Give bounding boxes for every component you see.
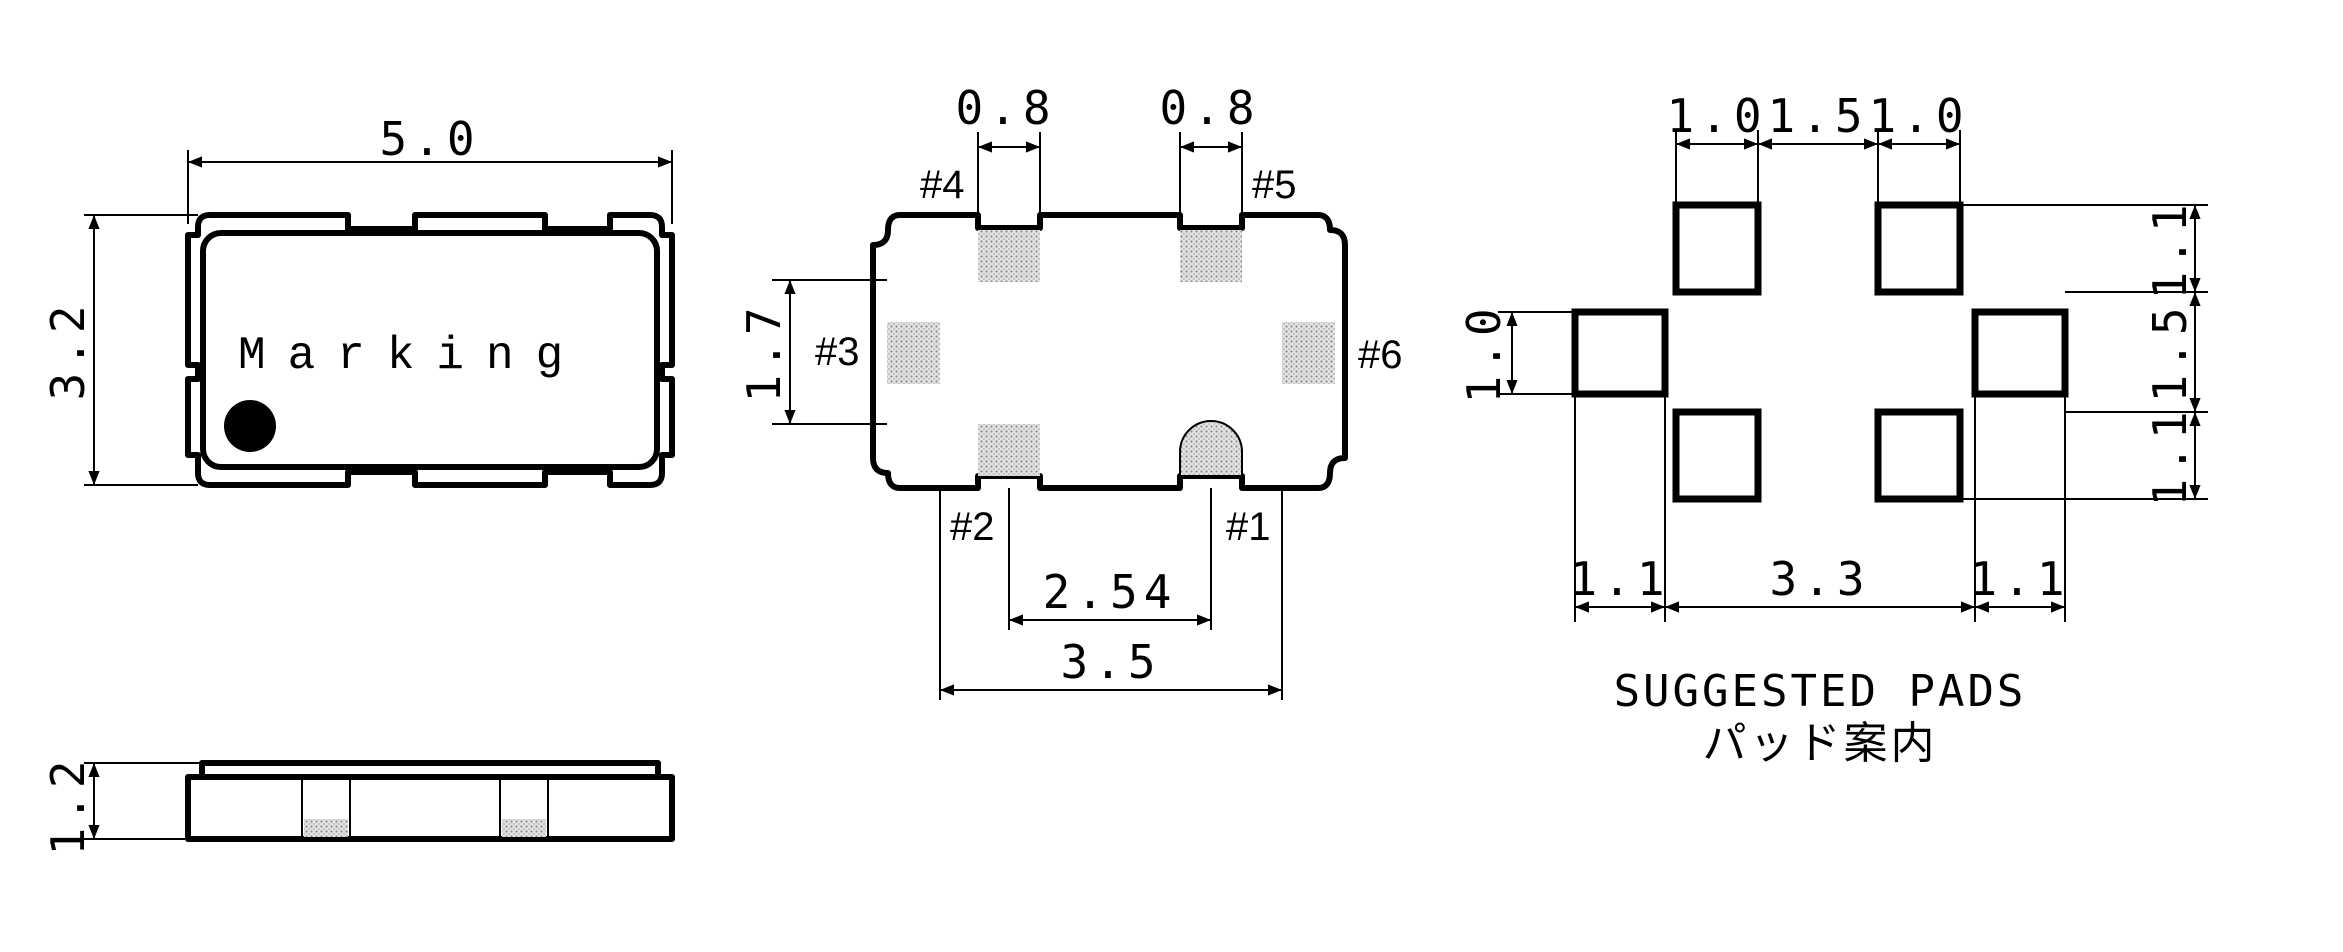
dim-sp-bottom-1: 1.1 [1569, 552, 1670, 606]
pin-label-6: #6 [1358, 333, 1403, 377]
pad-4 [978, 230, 1040, 282]
pad-6 [1282, 322, 1335, 384]
caption-pads-japanese: パッド案内 [1703, 718, 1938, 769]
pin-label-3: #3 [815, 330, 860, 374]
side-view-body [185, 774, 675, 842]
pad-2 [978, 424, 1040, 476]
side-pad [304, 819, 348, 837]
pad-3 [887, 322, 940, 384]
marking-label: Marking [238, 330, 585, 382]
pad-1 [1179, 420, 1243, 477]
dim-sp-top-3: 1.0 [1868, 89, 1969, 143]
pin-label-5: #5 [1252, 163, 1297, 207]
dim-top-height: 3.2 [41, 299, 95, 400]
suggested-pad [1571, 308, 1669, 398]
top-view-lid [200, 230, 660, 470]
dim-sp-right-2: 1.5 [2143, 301, 2197, 402]
dim-pad-width-left: 0.8 [955, 81, 1056, 135]
side-view: 1.2 [41, 754, 675, 856]
bottom-view: #4 #5 #3 #6 #2 #1 0.8 0.8 1.7 2.54 3.5 [737, 81, 1403, 700]
side-pad [502, 819, 546, 837]
dim-sp-top-1: 1.0 [1666, 89, 1767, 143]
dim-sp-left: 1.0 [1457, 302, 1511, 403]
dim-pad-height: 1.7 [737, 301, 791, 402]
suggested-pad [1874, 408, 1964, 503]
dim-side-height: 1.2 [41, 754, 95, 855]
suggested-pad [1971, 308, 2069, 398]
suggested-pad [1672, 408, 1762, 503]
suggested-pad [1672, 201, 1762, 296]
dim-sp-right-1: 1.1 [2143, 198, 2197, 299]
dim-span: 3.5 [1060, 635, 1161, 689]
top-view-outline [185, 212, 675, 488]
bottom-view-outline [870, 212, 1348, 491]
suggested-pad [1874, 201, 1964, 296]
suggested-pads-view: 1.0 1.5 1.0 1.1 1.5 1.1 1.0 1.1 3.3 1.1 … [1457, 89, 2208, 769]
pin1-dot [224, 400, 276, 452]
dim-top-width: 5.0 [379, 112, 480, 166]
pin-label-1: #1 [1226, 505, 1271, 549]
dim-pad-width-right: 0.8 [1159, 81, 1260, 135]
top-view: Marking 5.0 3.2 [41, 112, 675, 488]
pad-5 [1180, 230, 1242, 282]
pin-label-4: #4 [920, 163, 965, 207]
pin-label-2: #2 [950, 505, 995, 549]
dim-pitch: 2.54 [1043, 565, 1178, 619]
dim-sp-top-2: 1.5 [1767, 89, 1868, 143]
dim-sp-bottom-2: 3.3 [1769, 552, 1870, 606]
dim-sp-right-3: 1.1 [2143, 405, 2197, 506]
dim-sp-bottom-3: 1.1 [1969, 552, 2070, 606]
caption-suggested-pads: SUGGESTED PADS [1614, 666, 2027, 717]
